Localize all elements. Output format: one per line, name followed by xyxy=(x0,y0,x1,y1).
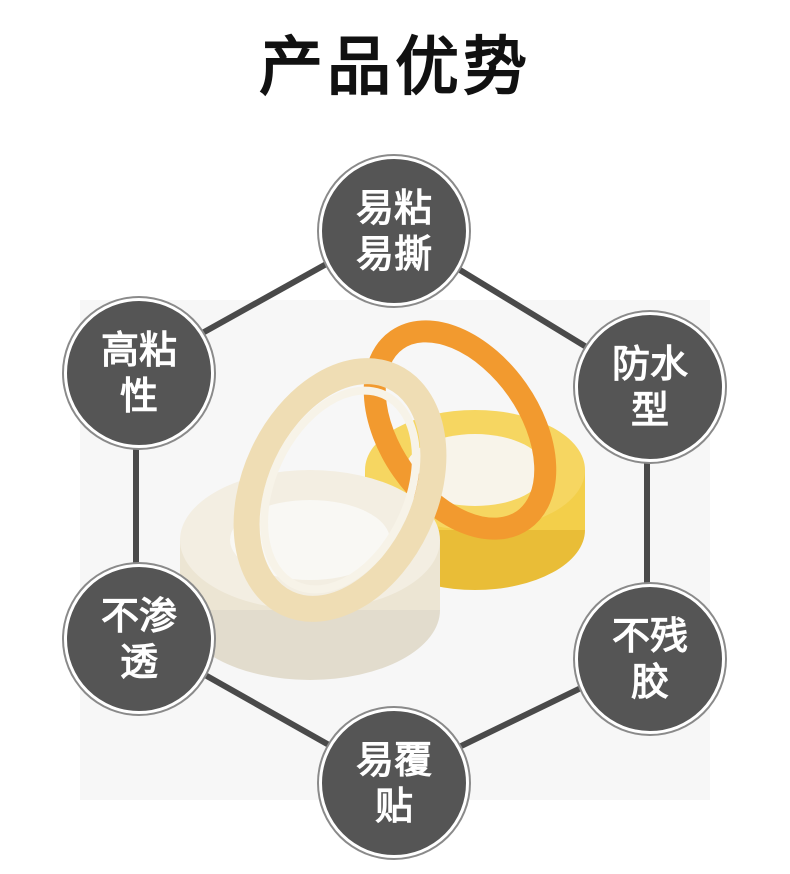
badge-no-seepage: 不渗 透 xyxy=(64,564,214,714)
badge-no-residue: 不残 胶 xyxy=(575,584,725,734)
badge-line: 贴 xyxy=(374,784,413,828)
badge-line: 高粘 xyxy=(100,328,177,372)
badge-line: 不残 xyxy=(611,614,688,658)
badge-high-adhesion: 高粘 性 xyxy=(64,298,214,448)
badge-easy-stick-easy-tear: 易粘 易撕 xyxy=(319,156,469,306)
badge-waterproof: 防水 型 xyxy=(575,312,725,462)
badge-line: 易粘 xyxy=(355,186,432,230)
badge-line: 透 xyxy=(119,640,158,684)
badge-line: 型 xyxy=(630,388,669,432)
badge-line: 易覆 xyxy=(355,738,432,782)
badge-line: 胶 xyxy=(630,660,669,704)
orange-tape-roll xyxy=(363,320,557,540)
badge-line: 不渗 xyxy=(100,594,177,638)
badge-easy-apply: 易覆 贴 xyxy=(319,708,469,858)
page-title: 产品优势 xyxy=(259,31,531,105)
badge-line: 易撕 xyxy=(355,232,432,276)
badge-line: 防水 xyxy=(611,342,688,386)
cream-tape-roll-standing xyxy=(233,358,447,622)
badge-line: 性 xyxy=(119,374,158,418)
